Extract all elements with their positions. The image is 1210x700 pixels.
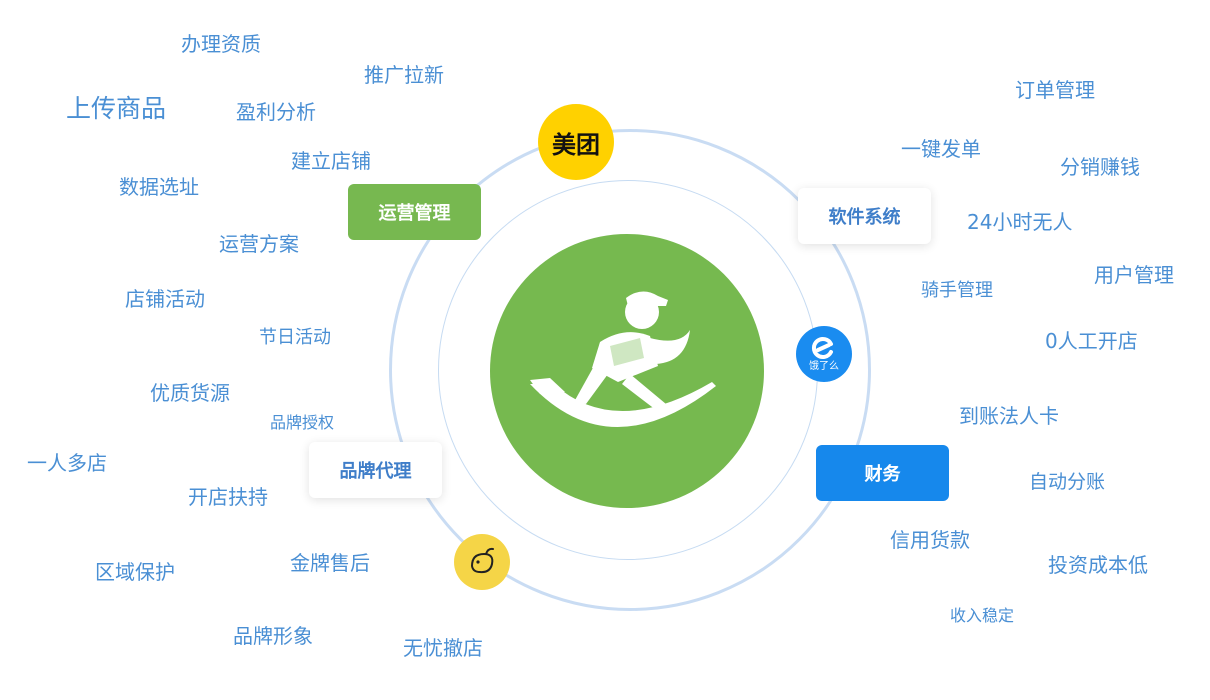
keyword-rider-management: 骑手管理 xyxy=(921,280,993,301)
keyword-build-store: 建立店铺 xyxy=(291,149,371,173)
module-finance-card[interactable]: 财务 xyxy=(816,445,949,501)
module-software-card[interactable]: 软件系统 xyxy=(798,188,931,244)
keyword-upload-products: 上传商品 xyxy=(66,94,167,123)
outer-ring xyxy=(389,129,871,611)
keyword-after-sales: 金牌售后 xyxy=(290,551,370,575)
keyword-holiday-activity: 节日活动 xyxy=(259,327,331,348)
keyword-low-investment: 投资成本低 xyxy=(1048,553,1148,577)
keyword-zero-staff-open: 0人工开店 xyxy=(1045,329,1138,353)
mascot-logo-icon xyxy=(470,547,494,574)
eleme-logo-icon xyxy=(811,337,833,359)
module-finance-label: 财务 xyxy=(864,464,901,485)
keyword-stable-income: 收入稳定 xyxy=(950,606,1015,625)
keyword-store-activity: 店铺活动 xyxy=(125,287,205,311)
module-operations-card[interactable]: 运营管理 xyxy=(348,184,481,240)
keyword-data-site-selection: 数据选址 xyxy=(119,175,199,199)
keyword-user-management: 用户管理 xyxy=(1094,263,1174,287)
keyword-opening-support: 开店扶持 xyxy=(188,485,268,509)
module-brand-card[interactable]: 品牌代理 xyxy=(309,442,442,498)
keyword-auto-split: 自动分账 xyxy=(1029,471,1106,493)
module-software-label: 软件系统 xyxy=(828,207,901,228)
keyword-distribution-earning: 分销赚钱 xyxy=(1060,155,1140,179)
module-operations-label: 运营管理 xyxy=(378,203,451,224)
keyword-promotion: 推广拉新 xyxy=(364,63,444,87)
keyword-easy-exit: 无忧撤店 xyxy=(403,636,483,660)
third-platform-badge xyxy=(454,534,510,590)
keyword-operation-plan: 运营方案 xyxy=(219,232,299,256)
keyword-order-management: 订单管理 xyxy=(1015,78,1095,102)
center-hub xyxy=(490,234,764,508)
keyword-area-protection: 区域保护 xyxy=(95,560,175,584)
meituan-badge: 美团 xyxy=(538,104,614,180)
keyword-multi-store: 一人多店 xyxy=(27,451,107,475)
module-brand-label: 品牌代理 xyxy=(339,461,412,482)
delivery-rider-icon xyxy=(530,291,716,428)
keyword-profit-analysis: 盈利分析 xyxy=(236,100,316,124)
keyword-qualification: 办理资质 xyxy=(181,32,261,56)
keyword-credit-payment: 信用货款 xyxy=(890,528,970,552)
eleme-badge: 饿了么 xyxy=(796,326,852,382)
keyword-quality-supply: 优质货源 xyxy=(150,381,230,405)
keyword-one-click-dispatch: 一键发单 xyxy=(901,137,981,161)
meituan-label: 美团 xyxy=(552,130,600,159)
eleme-label: 饿了么 xyxy=(809,361,839,372)
keyword-legal-card-settlement: 到账法人卡 xyxy=(959,404,1059,428)
keyword-24h-unmanned: 24小时无人 xyxy=(967,210,1073,234)
keyword-brand-authorization: 品牌授权 xyxy=(270,413,335,432)
keyword-brand-image: 品牌形象 xyxy=(233,624,313,648)
